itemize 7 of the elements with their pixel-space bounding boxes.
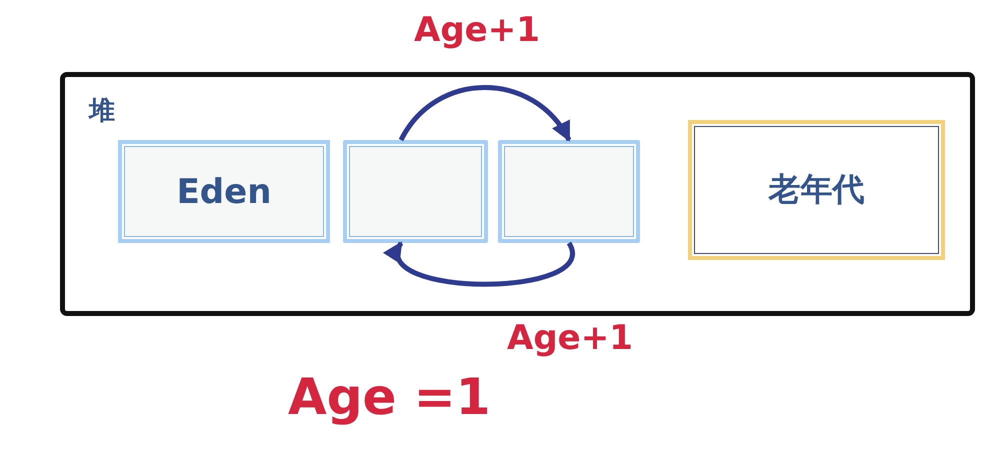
heap-box [60, 72, 975, 316]
memory-box: Eden [118, 140, 330, 243]
heap-label: 堆 [89, 95, 115, 128]
survivor-box [498, 140, 640, 243]
survivor-box [343, 140, 488, 243]
old-generation-box: 老年代 [688, 120, 945, 260]
curved-arrow [398, 85, 572, 142]
